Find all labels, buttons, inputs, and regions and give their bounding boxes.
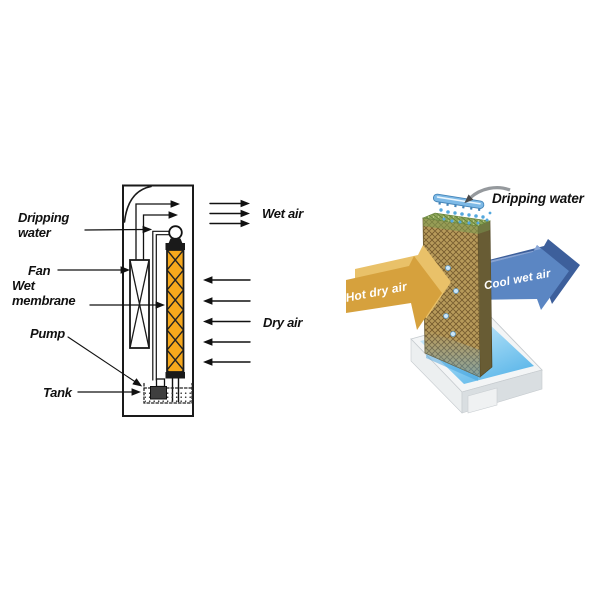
- dripping-water-swoosh: [464, 186, 511, 204]
- fan-label: Fan: [28, 263, 51, 278]
- dry-air-label: Dry air: [263, 315, 303, 330]
- water-pipe: [152, 230, 170, 381]
- duct-arrow-1: [135, 200, 181, 260]
- pump-pointer: [67, 336, 143, 387]
- pad-wet-base: [425, 330, 480, 377]
- hot-dry-air-arrow: [346, 245, 451, 330]
- schematic-diagram: Dripping water Fan Wet membrane Pump Tan…: [12, 184, 305, 417]
- dripping-water-3d-label: Dripping water: [492, 191, 585, 206]
- pad-top-moss-side: [478, 221, 490, 234]
- wet-air-arrows: [209, 199, 251, 228]
- pad-top-moss-front: [423, 218, 478, 234]
- membrane-pad: [421, 212, 493, 378]
- cooler-casing: [122, 184, 194, 417]
- wet-membrane-label-line2: membrane: [12, 293, 75, 308]
- wet-membrane-label-line1: Wet: [12, 278, 36, 293]
- dripping-water-label-line1: Dripping: [18, 210, 69, 225]
- wet-air-label: Wet air: [262, 206, 304, 221]
- dripping-water-label-line2: water: [18, 225, 52, 240]
- dripping-water-pointer: [84, 225, 153, 234]
- dry-air-arrows: [202, 276, 251, 366]
- sprayer-neck: [168, 238, 183, 244]
- pump-label: Pump: [30, 326, 65, 341]
- sprinkler-pipe: [432, 193, 485, 209]
- falling-droplets: [439, 208, 492, 225]
- pad-side-face: [477, 220, 493, 378]
- tank-label: Tank: [43, 385, 73, 400]
- cool-arrow-front: [470, 245, 569, 310]
- pad-droplets: [443, 265, 459, 337]
- water-pipe-inner: [155, 234, 170, 381]
- duct-arrow-2: [142, 211, 179, 260]
- sprayer-ball: [168, 225, 183, 240]
- hot-arrow-front: [346, 256, 442, 330]
- wet-membrane: [165, 243, 185, 403]
- 3d-illustration: Dripping water Hot dry air Cool wet air: [344, 186, 585, 414]
- casing-curve: [123, 185, 152, 223]
- pump: [150, 378, 167, 400]
- tray-notch: [467, 387, 498, 414]
- fan: [129, 259, 150, 349]
- sprinkler-nozzles: [438, 201, 481, 211]
